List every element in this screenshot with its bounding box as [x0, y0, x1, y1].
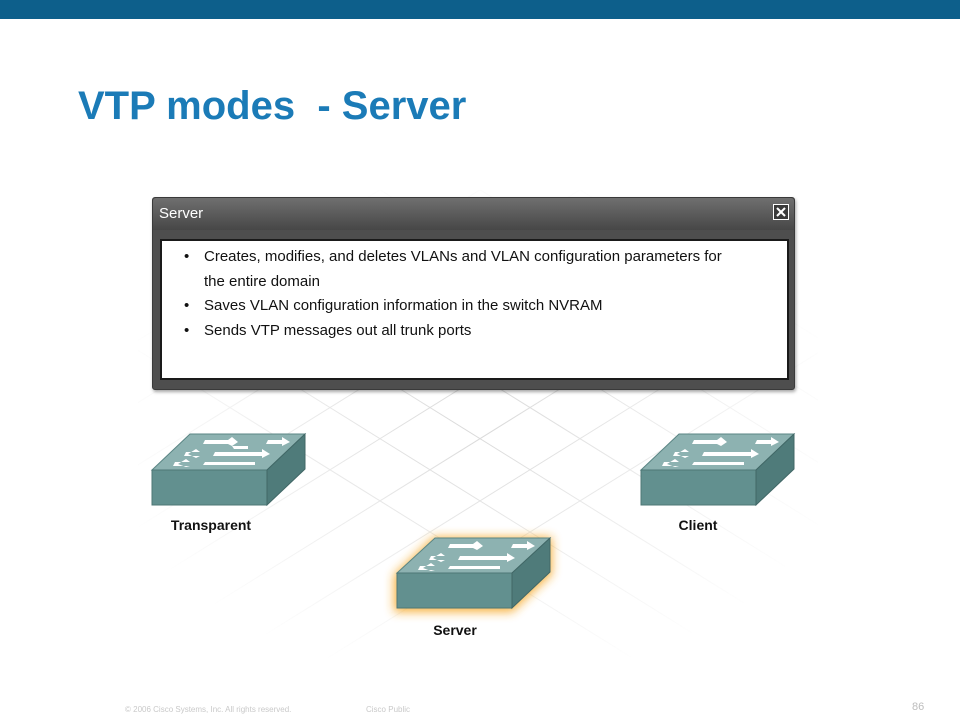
bullet-item: •Sends VTP messages out all trunk ports: [184, 321, 472, 339]
close-button[interactable]: [773, 204, 789, 220]
switch-server: [394, 536, 552, 612]
bullet-item: •Creates, modifies, and deletes VLANs an…: [184, 248, 722, 265]
switch-transparent: [150, 432, 307, 507]
popup-body: •Creates, modifies, and deletes VLANs an…: [160, 239, 789, 380]
transparent-label: Transparent: [170, 517, 252, 533]
bullet-continuation: the entire domain: [204, 272, 320, 290]
popup-header: Server: [153, 198, 794, 230]
footer-copyright: © 2006 Cisco Systems, Inc. All rights re…: [125, 705, 292, 714]
switch-client: [639, 432, 796, 507]
page-number: 86: [912, 701, 925, 713]
top-bar: [0, 0, 960, 19]
slide-title: VTP modes - Server: [78, 84, 467, 128]
bullet-item: •Saves VLAN configuration information in…: [184, 297, 603, 314]
switch-arrows-icon: [173, 437, 290, 467]
bullet-list: •Creates, modifies, and deletes VLANs an…: [162, 241, 787, 343]
close-icon: [776, 207, 786, 217]
server-label: Server: [433, 622, 477, 638]
client-label: Client: [678, 517, 718, 533]
server-info-popup: Server •Creates, modifies, and deletes V…: [152, 197, 795, 390]
popup-title: Server: [159, 205, 204, 222]
footer-classification: Cisco Public: [366, 705, 411, 714]
